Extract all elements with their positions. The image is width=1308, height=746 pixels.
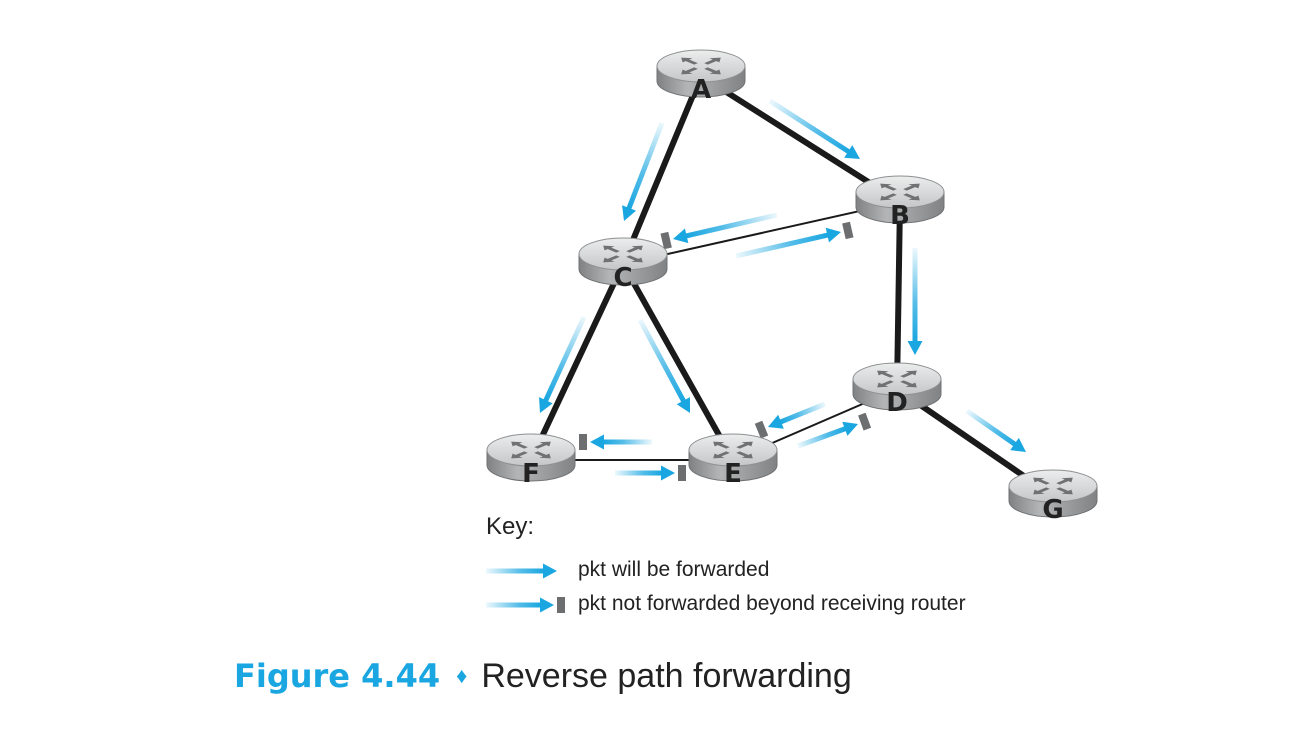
router-arrows-icon (511, 441, 551, 459)
key-forwarded-arrow (486, 563, 557, 579)
router-a-label: A (691, 75, 711, 105)
packet-arrow-c-f (539, 315, 587, 413)
packet-arrow-d-e-blocker (754, 420, 769, 439)
router-a: A (656, 49, 746, 105)
packet-arrow-e-d (797, 412, 872, 449)
packet-arrow-c-b (735, 221, 854, 259)
router-g-label: G (1042, 495, 1063, 525)
link-b-c (622, 201, 901, 265)
router-arrows-icon (877, 370, 917, 388)
router-b: B (855, 175, 945, 231)
router-d: D (852, 362, 942, 418)
router-arrows-icon (1033, 477, 1073, 495)
packet-arrow-a-b (768, 98, 860, 159)
routers-layer: A B C D E F G (486, 49, 1098, 525)
key-not-forwarded-arrow (486, 597, 565, 613)
router-arrows-icon (880, 183, 920, 201)
links-layer (528, 73, 1056, 499)
diamond-separator-icon: ♦ (456, 663, 468, 688)
link-c-f (528, 261, 626, 463)
link-b-d (894, 199, 903, 392)
router-f-label: F (522, 459, 540, 489)
key-not-forwarded-arrow-blocker (557, 597, 565, 613)
packet-arrow-b-c-blocker (660, 231, 672, 250)
figure-title: Reverse path forwarding (481, 657, 852, 695)
packet-arrow-f-e-blocker (678, 465, 686, 481)
packet-arrow-e-d-blocker (858, 412, 872, 431)
figure-caption: Figure 4.44 ♦ Reverse path forwarding (234, 657, 852, 696)
packet-arrow-d-g (965, 408, 1026, 453)
packet-arrow-b-d (907, 248, 923, 355)
packet-arrow-b-c (660, 212, 778, 250)
figure-number: Figure 4.44 (234, 657, 441, 695)
router-c: C (578, 237, 668, 293)
link-c-e (620, 261, 736, 463)
key-legend-arrows (486, 563, 565, 613)
router-g: G (1008, 469, 1098, 525)
router-c-label: C (613, 263, 632, 293)
packet-arrow-c-e (637, 318, 690, 413)
packet-arrow-e-f (579, 434, 652, 450)
link-a-c (620, 73, 704, 267)
router-e: E (688, 433, 778, 489)
router-b-label: B (890, 201, 910, 231)
packets-layer (539, 98, 1026, 481)
packet-arrow-c-b-blocker (842, 221, 854, 240)
router-f: F (486, 433, 576, 489)
packet-arrow-d-e (754, 401, 826, 439)
router-d-label: D (886, 388, 908, 418)
key-not-forwarded-label: pkt not forwarded beyond receiving route… (578, 592, 966, 615)
packet-arrow-e-f-blocker (579, 434, 587, 450)
key-forwarded-label: pkt will be forwarded (578, 558, 770, 581)
packet-arrow-f-e (615, 465, 686, 481)
router-e-label: E (724, 459, 742, 489)
router-arrows-icon (713, 441, 753, 459)
key-title: Key: (486, 513, 535, 540)
packet-arrow-a-c (622, 122, 665, 222)
router-arrows-icon (603, 245, 643, 263)
router-arrows-icon (681, 57, 721, 75)
